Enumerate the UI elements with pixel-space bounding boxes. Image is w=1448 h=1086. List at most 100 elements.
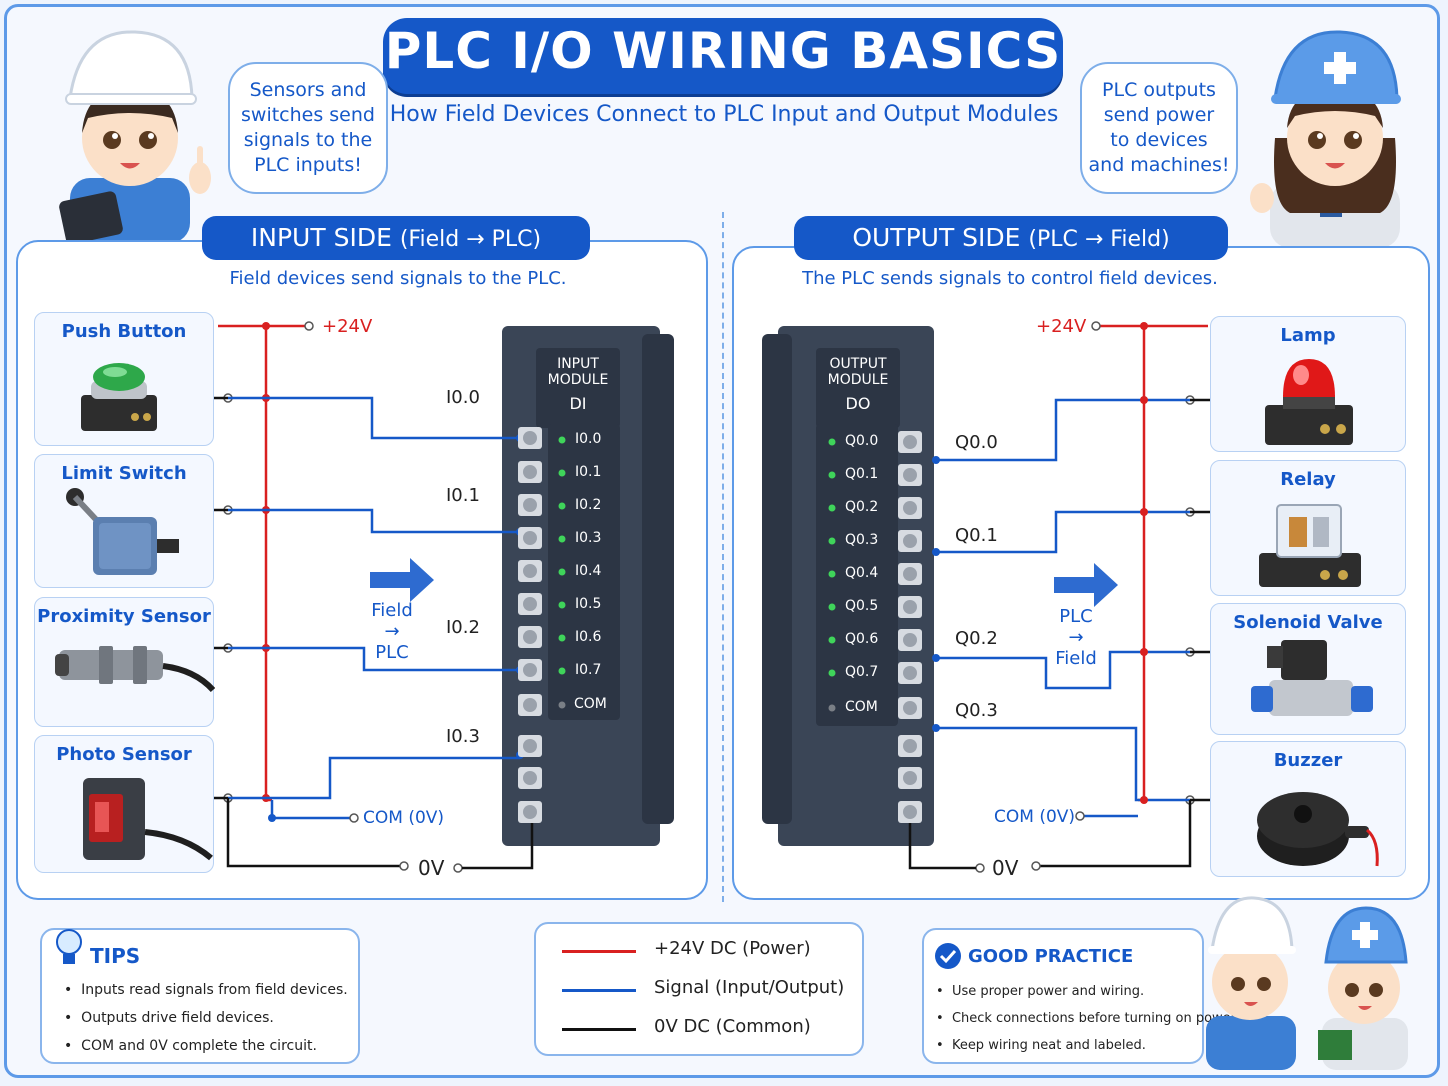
legend-label-signal: Signal (Input/Output) [654,977,845,998]
bubble-left-line: switches send [241,104,375,126]
legend-label-common: 0V DC (Common) [654,1016,811,1037]
bubble-left-line: PLC inputs! [254,154,362,176]
solenoid-valve-icon [1251,640,1373,716]
input-side-header: INPUT SIDE (Field → PLC) [202,216,590,260]
input-terminal-screw-head [523,805,537,819]
input-module-code: DI [569,394,587,413]
output-led [828,636,836,644]
terminal-dot [1091,321,1101,331]
tips-item-text: COM and 0V complete the circuit. [81,1038,317,1054]
speech-bubble-right: PLC outputs send power to devices and ma… [1080,62,1238,194]
junction-dot [1140,648,1148,656]
device-label: Solenoid Valve [1233,612,1383,633]
input-channel-label: I0.5 [575,596,602,612]
output-module-code: DO [845,394,871,413]
input-led [558,436,566,444]
flow-text: → [384,621,400,642]
output-led [828,438,836,446]
input-led [558,535,566,543]
good-practice-title: GOOD PRACTICE [968,946,1134,967]
good-practice-item-text: Check connections before turning on powe… [951,1011,1239,1026]
input-zero-wire [226,798,400,868]
buzzer-icon [1257,792,1379,867]
bubble-left-line: signals to the [243,129,373,151]
good-practice-item: • Keep wiring neat and labeled. [936,1038,1146,1053]
junction-dot [1140,396,1148,404]
input-wire-label: I0.0 [446,387,480,408]
output-com-terminal-label: COM [845,699,878,715]
output-terminal-screw-head [903,701,917,715]
input-signal-wire [228,396,520,440]
input-signal-wire [228,646,520,672]
terminal-dot [1075,811,1085,821]
output-channel-label: Q0.3 [845,532,879,548]
output-description: The PLC sends signals to control field d… [802,268,1218,289]
output-terminal-screw-head [903,739,917,753]
output-terminal-screw-head [903,600,917,614]
input-module-tag: INPUT MODULE DI [536,348,620,428]
output-zero-return [908,818,976,870]
input-terminal-screw-head [523,698,537,712]
input-power-label: +24V [322,316,373,337]
device-label: Photo Sensor [56,744,192,765]
terminal-dot [932,548,940,556]
input-channel-label: I0.0 [575,431,602,447]
input-header-main: INPUT SIDE [250,223,392,252]
tips-box: TIPS • Inputs read signals from field de… [40,928,360,1064]
engineer-pair-icon [1206,896,1408,1070]
terminal-dot [975,863,985,873]
bubble-right-line: send power [1103,104,1215,126]
output-terminal-screw-head [903,534,917,548]
lightbulb-icon [56,929,82,964]
legend-swatch-power [562,950,636,953]
junction-dot [1140,796,1148,804]
output-com-label: COM (0V) [994,807,1076,827]
output-channel-label: Q0.1 [845,466,879,482]
output-terminal-screw-head [903,435,917,449]
terminal-dot [1031,861,1041,871]
device-label: Relay [1280,469,1336,490]
bubble-right-line: PLC outputs [1102,79,1216,101]
proximity-sensor-icon [55,646,215,693]
input-zero-return [462,818,534,870]
device-card-photo-sensor: Photo Sensor [34,735,214,873]
legend-swatch-signal [562,989,636,992]
relay-icon [1259,504,1361,587]
output-led [828,504,836,512]
legend-label-power: +24V DC (Power) [654,938,811,959]
output-com-led [828,704,836,712]
input-signal-wire [228,756,520,800]
push-button-icon [81,363,157,431]
tips-item-text: Outputs drive field devices. [81,1010,274,1026]
input-terminal-screw-head [523,465,537,479]
device-card-proximity-sensor: Proximity Sensor [34,597,215,727]
output-terminal-screw-head [903,468,917,482]
input-terminal-screw-head [523,498,537,512]
device-card-solenoid-valve: Solenoid Valve [1210,603,1406,735]
input-header-sub: (Field → PLC) [399,227,542,252]
input-channel-label: I0.2 [575,497,602,513]
output-led [828,669,836,677]
tips-item: • Inputs read signals from field devices… [64,982,348,998]
input-module-side [642,334,674,824]
output-module-side [762,334,792,824]
input-terminal-screw-head [523,663,537,677]
junction-dot [268,814,276,822]
output-terminal-screw-head [903,666,917,680]
output-terminal-screw-head [903,771,917,785]
input-module-tag-line: MODULE [547,372,609,388]
input-terminal-screw-head [523,431,537,445]
output-signal-wire [936,726,1190,802]
input-led [558,469,566,477]
bubble-right-line: to devices [1110,129,1208,151]
output-terminal-screw-head [903,501,917,515]
device-card-lamp: Lamp [1210,316,1406,452]
output-header-main: OUTPUT SIDE [852,223,1021,252]
flow-text: → [1068,627,1084,648]
output-led [828,471,836,479]
input-channel-label: I0.3 [575,530,602,546]
output-led [828,537,836,545]
input-led [558,634,566,642]
flow-text: PLC [1059,606,1093,627]
